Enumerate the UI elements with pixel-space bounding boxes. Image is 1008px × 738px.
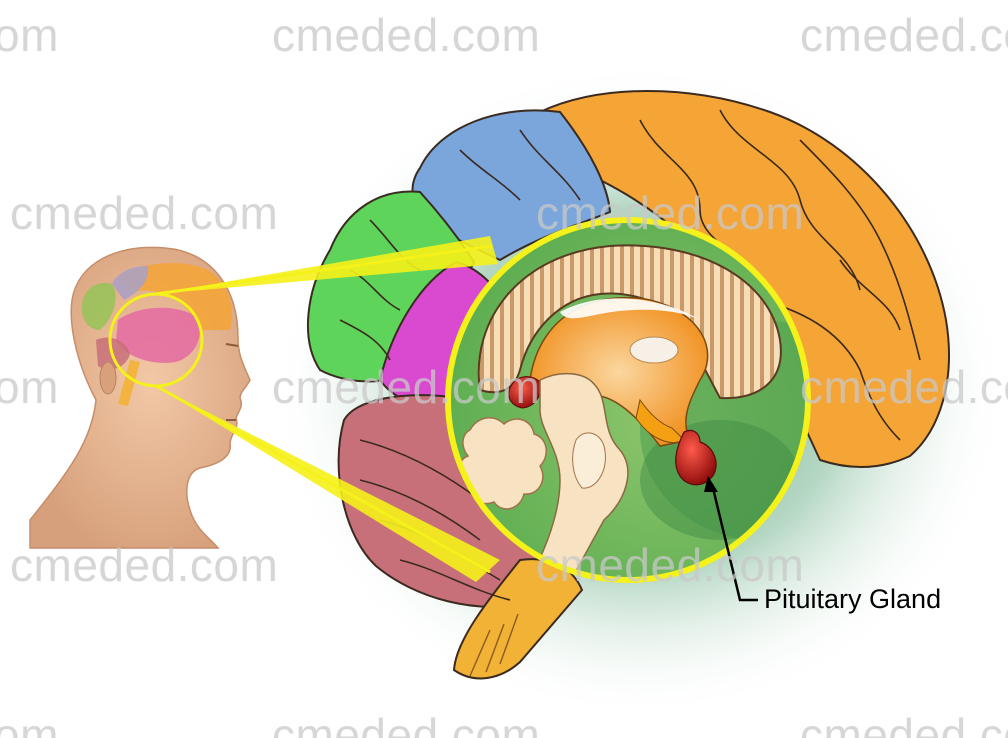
magnified-cross-section <box>445 217 811 583</box>
pituitary-pointer <box>704 476 758 602</box>
head-brain-parietal <box>112 266 149 300</box>
head-brain-temporal <box>116 307 200 363</box>
callout-lines <box>155 236 500 582</box>
fornix <box>560 298 700 320</box>
head-brain-occipital <box>81 282 116 330</box>
midbrain <box>518 372 629 580</box>
head-brainstem <box>118 360 140 406</box>
pineal-gland <box>508 376 542 409</box>
pituitary-gland <box>675 429 717 486</box>
head-brain-frontal <box>120 263 232 330</box>
head-profile <box>29 246 251 549</box>
pituitary-gland-label: Pituitary Gland <box>764 584 942 614</box>
